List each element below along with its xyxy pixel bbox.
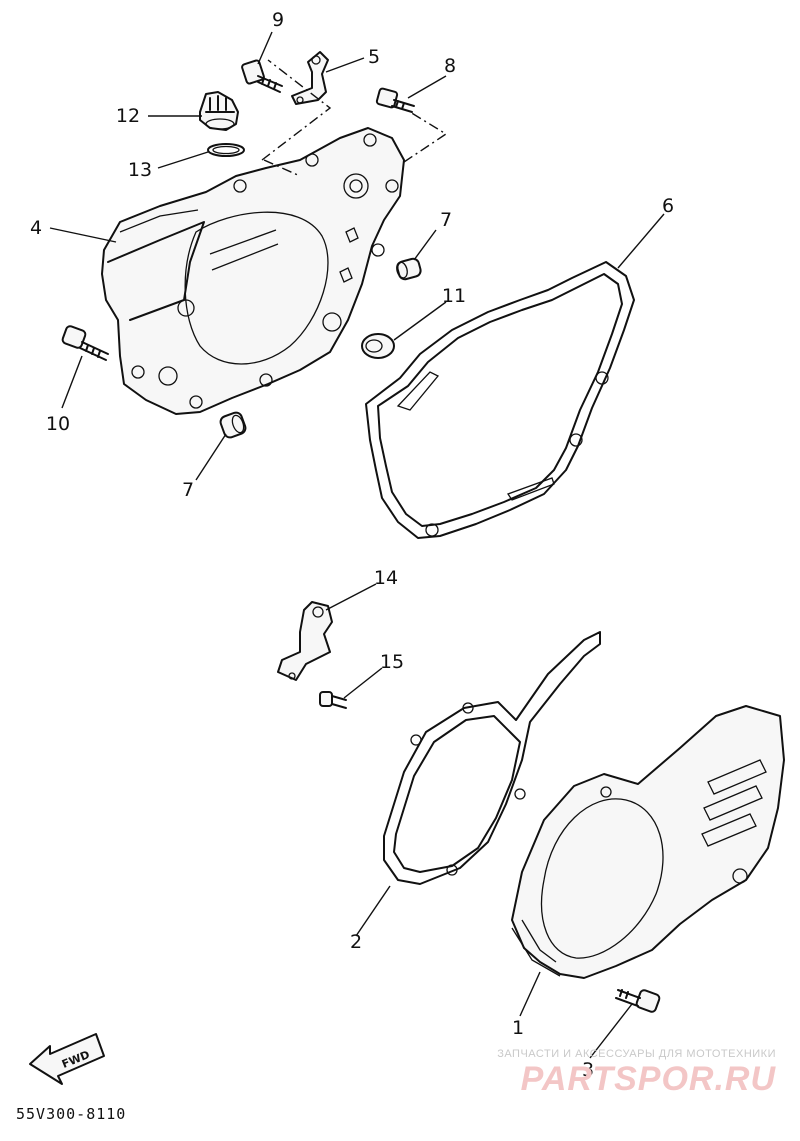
part-10-bolt: [61, 325, 109, 361]
watermark: ЗАПЧАСТИ И АКСЕССУАРЫ ДЛЯ МОТОТЕХНИКИ PA…: [497, 1048, 777, 1098]
alignment-lines: [261, 59, 448, 177]
callout-7a: 7: [440, 209, 452, 231]
part-4-crankcase-cover: [101, 127, 405, 415]
callout-8: 8: [444, 55, 456, 77]
callout-4: 4: [30, 217, 42, 239]
fwd-arrow-icon: FWD: [29, 1033, 105, 1085]
part-6-gasket: [365, 261, 635, 539]
callout-1: 1: [512, 1017, 524, 1039]
callout-14: 14: [374, 567, 398, 589]
part-9-bolt: [241, 59, 283, 93]
part-2-gasket: [383, 631, 601, 885]
part-7-dowel-pin-lower: [219, 411, 247, 439]
part-5-bracket: [291, 51, 329, 105]
part-11-oil-seal: [361, 333, 395, 359]
part-8-bolt: [375, 87, 415, 113]
part-12-oil-plug: [199, 91, 239, 131]
callout-labels: 9 5 8 12 13 4 7 6 11 10 7 14 15 2 1 3: [30, 9, 674, 1081]
part-3-bolt: [615, 989, 661, 1013]
callout-9: 9: [272, 9, 284, 31]
callout-15: 15: [380, 651, 404, 673]
callout-7b: 7: [182, 479, 194, 501]
callout-5: 5: [368, 46, 380, 68]
callout-2: 2: [350, 931, 362, 953]
callout-6: 6: [662, 195, 674, 217]
part-15-screw: [319, 691, 347, 709]
callout-10: 10: [46, 413, 70, 435]
callout-11: 11: [442, 285, 466, 307]
leader-lines: [49, 31, 665, 1059]
part-13-o-ring: [207, 143, 245, 157]
drawing-code: 55V300-8110: [16, 1105, 126, 1123]
callout-3: 3: [582, 1059, 594, 1081]
callout-12: 12: [116, 105, 140, 127]
part-1-crankcase-cover: [511, 705, 785, 979]
part-14-bracket: [277, 601, 333, 681]
watermark-brand: PARTSPOR.RU: [521, 1060, 777, 1098]
callout-13: 13: [128, 159, 152, 181]
watermark-tagline: ЗАПЧАСТИ И АКСЕССУАРЫ ДЛЯ МОТОТЕХНИКИ: [497, 1048, 776, 1060]
part-7-dowel-pin-upper: [396, 257, 422, 281]
